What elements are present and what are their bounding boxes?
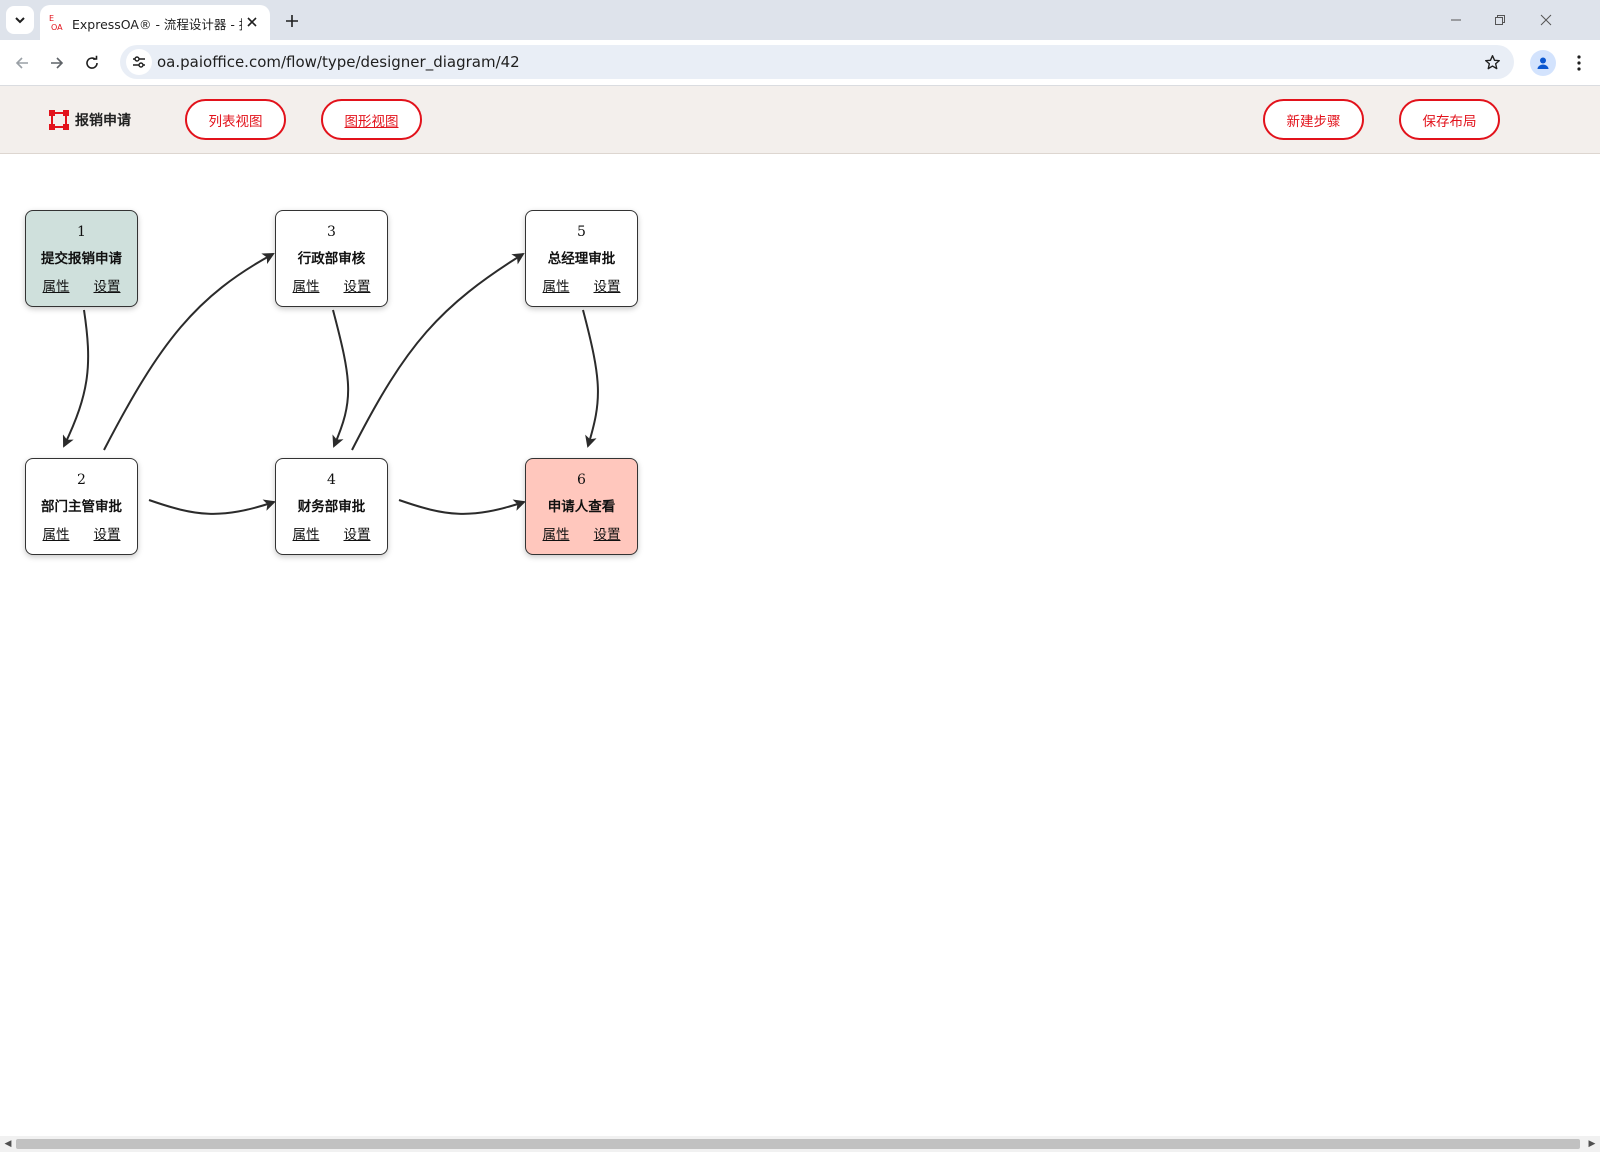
step-actions: 属性 设置 [526, 523, 637, 543]
flow-edge-arrow[interactable] [582, 309, 599, 448]
step-settings-link[interactable]: 设置 [593, 527, 621, 543]
step-number: 6 [577, 472, 586, 488]
step-actions: 属性 设置 [26, 523, 137, 543]
more-menu-icon[interactable] [1566, 50, 1592, 76]
address-bar[interactable]: oa.paioffice.com/flow/type/designer_diag… [120, 45, 1514, 79]
step-properties-link[interactable]: 属性 [542, 527, 570, 543]
step-name: 申请人查看 [547, 499, 616, 515]
step-name: 总经理审批 [547, 251, 616, 267]
scroll-left-arrow-icon[interactable]: ◀ [4, 1139, 12, 1149]
step-number: 3 [327, 224, 336, 240]
scrollbar-thumb[interactable] [16, 1139, 1580, 1149]
profile-avatar-icon[interactable] [1530, 50, 1556, 76]
flow-edge-arrow[interactable] [398, 499, 526, 515]
list-view-button[interactable]: 列表视图 [185, 99, 286, 140]
step-actions: 属性 设置 [276, 523, 387, 543]
step-name: 部门主管审批 [41, 499, 122, 515]
flow-edge-arrow[interactable] [148, 499, 276, 515]
flow-step-node[interactable]: 6 申请人查看属性 设置 [525, 458, 638, 555]
close-window-icon[interactable] [1532, 8, 1560, 32]
browser-toolbar: oa.paioffice.com/flow/type/designer_diag… [0, 40, 1600, 86]
step-settings-link[interactable]: 设置 [93, 279, 121, 295]
step-number: 5 [577, 224, 586, 240]
step-number: 4 [327, 472, 336, 488]
restore-window-icon[interactable] [1486, 8, 1514, 32]
flow-step-node[interactable]: 4 财务部审批属性 设置 [275, 458, 388, 555]
step-properties-link[interactable]: 属性 [42, 279, 70, 295]
step-name: 提交报销申请 [41, 251, 122, 267]
browser-tabstrip: E OA ExpressOA® - 流程设计器 - 报 [0, 0, 1600, 40]
designer-header: 报销申请 列表视图 图形视图 新建步骤 保存布局 [0, 86, 1600, 154]
step-actions: 属性 设置 [526, 275, 637, 295]
step-name: 财务部审批 [297, 499, 366, 515]
minimize-window-icon[interactable] [1442, 8, 1470, 32]
reload-icon[interactable] [79, 50, 105, 76]
flow-step-node[interactable]: 2 部门主管审批属性 设置 [25, 458, 138, 555]
back-arrow-icon[interactable] [9, 50, 35, 76]
list-view-label: 列表视图 [208, 113, 263, 130]
step-actions: 属性 设置 [276, 275, 387, 295]
chevron-down-icon [15, 17, 25, 24]
flow-title: 报销申请 [48, 108, 131, 132]
horizontal-scrollbar[interactable]: ◀ ▶ [0, 1136, 1600, 1152]
step-settings-link[interactable]: 设置 [593, 279, 621, 295]
flow-step-node[interactable]: 1 提交报销申请属性 设置 [25, 210, 138, 307]
browser-tab-active[interactable]: E OA ExpressOA® - 流程设计器 - 报 [40, 5, 270, 40]
diagram-frame-icon [49, 110, 69, 130]
step-number: 1 [77, 224, 86, 240]
step-settings-link[interactable]: 设置 [343, 527, 371, 543]
new-tab-plus-icon[interactable] [280, 9, 304, 33]
step-properties-link[interactable]: 属性 [292, 279, 320, 295]
save-layout-label: 保存布局 [1422, 113, 1477, 130]
step-number: 2 [77, 472, 86, 488]
flow-edge-arrow[interactable] [103, 253, 275, 451]
flow-edge-arrow[interactable] [62, 309, 90, 448]
step-settings-link[interactable]: 设置 [93, 527, 121, 543]
step-name: 行政部审核 [297, 251, 366, 267]
new-step-button[interactable]: 新建步骤 [1263, 99, 1364, 140]
svg-text:OA: OA [51, 23, 63, 31]
flow-edge-arrow[interactable] [332, 309, 350, 448]
diagram-view-label: 图形视图 [344, 113, 399, 130]
url-text[interactable]: oa.paioffice.com/flow/type/designer_diag… [157, 53, 520, 71]
flow-step-node[interactable]: 5 总经理审批属性 设置 [525, 210, 638, 307]
expressoa-favicon-icon: E OA [49, 14, 63, 31]
diagram-view-button[interactable]: 图形视图 [321, 99, 422, 140]
tab-close-icon[interactable] [243, 13, 261, 31]
step-actions: 属性 设置 [26, 275, 137, 295]
step-properties-link[interactable]: 属性 [542, 279, 570, 295]
scroll-right-arrow-icon[interactable]: ▶ [1588, 1139, 1596, 1149]
flow-edges [62, 252, 599, 515]
new-step-label: 新建步骤 [1286, 113, 1341, 130]
step-properties-link[interactable]: 属性 [292, 527, 320, 543]
flow-edge-arrow[interactable] [351, 252, 525, 451]
step-settings-link[interactable]: 设置 [343, 279, 371, 295]
svg-text:E: E [49, 14, 54, 23]
flow-title-text: 报销申请 [75, 113, 131, 129]
forward-arrow-icon[interactable] [44, 50, 70, 76]
bookmark-star-icon[interactable] [1480, 50, 1504, 74]
step-properties-link[interactable]: 属性 [42, 527, 70, 543]
save-layout-button[interactable]: 保存布局 [1399, 99, 1500, 140]
site-info-tune-icon[interactable] [126, 49, 152, 75]
flow-step-node[interactable]: 3 行政部审核属性 设置 [275, 210, 388, 307]
tab-search-button[interactable] [6, 6, 34, 34]
tab-title: ExpressOA® - 流程设计器 - 报 [72, 17, 242, 32]
